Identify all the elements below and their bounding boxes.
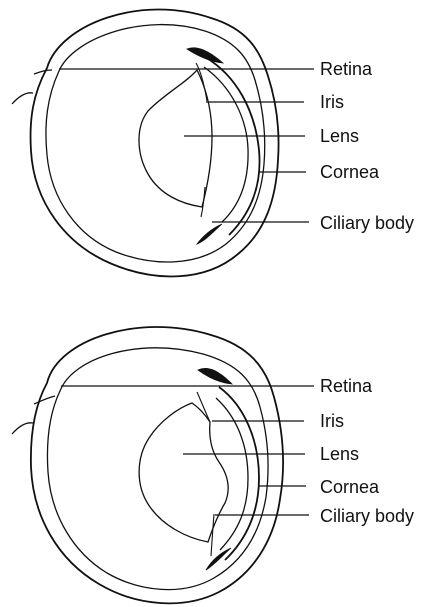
cornea-label-lower: Cornea	[320, 477, 380, 497]
eye-outer-contour-lower	[31, 327, 283, 603]
cornea-label-upper: Cornea	[320, 162, 380, 182]
eye-diagram-lower: Retina Iris Lens Cornea Ciliary body	[12, 327, 414, 603]
retina-label-upper: Retina	[320, 59, 373, 79]
cornea-outer-upper	[205, 57, 260, 235]
optic-nerve-upper	[12, 70, 52, 104]
ciliary-body-label-lower: Ciliary body	[320, 506, 414, 526]
retina-label-lower: Retina	[320, 376, 373, 396]
iris-label-upper: Iris	[320, 92, 344, 112]
iris-label-lower: Iris	[320, 411, 344, 431]
cornea-inner-upper	[204, 67, 248, 222]
lens-label-lower: Lens	[320, 444, 359, 464]
lens-upper	[139, 70, 212, 207]
eye-inner-contour-upper	[46, 25, 265, 262]
ciliary-body-upper-top	[187, 48, 223, 63]
ciliary-body-lower-top	[198, 368, 232, 384]
lens-lower	[139, 403, 228, 542]
eye-diagram-upper: Retina Iris Lens Cornea Ciliary body	[12, 9, 414, 276]
ciliary-body-upper-bottom	[197, 224, 222, 244]
eye-inner-contour-lower	[47, 348, 268, 590]
eye-outer-contour-upper	[31, 9, 279, 276]
ciliary-body-label-upper: Ciliary body	[320, 213, 414, 233]
lens-label-upper: Lens	[320, 126, 359, 146]
